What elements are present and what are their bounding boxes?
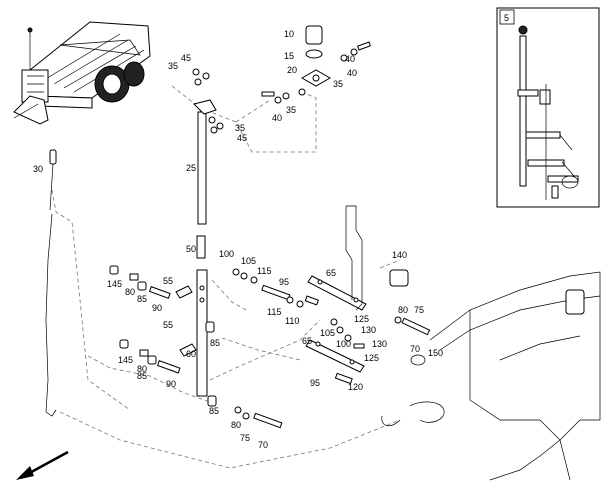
callout-80: 80 xyxy=(398,305,408,315)
callout-35: 35 xyxy=(168,61,178,71)
callout-50: 50 xyxy=(186,244,196,254)
frame-bracket xyxy=(345,205,363,311)
implement-frame-outline xyxy=(381,271,601,481)
rod-part-30 xyxy=(45,149,57,417)
callout-105: 105 xyxy=(320,328,335,338)
dashed-leader-lines xyxy=(51,85,401,469)
callout-55: 55 xyxy=(163,276,173,286)
callout-35: 35 xyxy=(333,79,343,89)
callout-100: 100 xyxy=(336,339,351,349)
callout-35: 35 xyxy=(286,105,296,115)
callout-65: 65 xyxy=(326,268,336,278)
callout-85: 85 xyxy=(137,294,147,304)
direction-arrow-icon xyxy=(16,450,69,480)
callout-100: 100 xyxy=(219,249,234,259)
washers-group-upper xyxy=(192,68,224,134)
callout-105: 105 xyxy=(241,256,256,266)
callout-80: 80 xyxy=(137,364,147,374)
callout-130: 130 xyxy=(372,339,387,349)
callout-40: 40 xyxy=(272,113,282,123)
callout-35: 35 xyxy=(235,123,245,133)
callout-40: 40 xyxy=(347,68,357,78)
callout-145: 145 xyxy=(107,279,122,289)
callout-65: 65 xyxy=(302,336,312,346)
callout-45: 45 xyxy=(237,133,247,143)
left-small-parts-lower xyxy=(119,339,217,407)
callout-140: 140 xyxy=(392,250,407,260)
bottom-bolt xyxy=(234,406,283,429)
callout-115: 115 xyxy=(257,266,271,276)
callout-125: 125 xyxy=(354,314,369,324)
callout-95: 95 xyxy=(310,378,320,388)
inset-panel: 5 xyxy=(496,7,600,208)
callout-40: 40 xyxy=(345,54,355,64)
lower-link-assembly xyxy=(305,318,365,385)
callout-150: 150 xyxy=(428,348,443,358)
callout-115: 115 xyxy=(267,307,281,317)
right-bolts xyxy=(394,316,431,366)
callout-85: 85 xyxy=(210,338,220,348)
callout-25: 25 xyxy=(186,163,196,173)
callout-60: 60 xyxy=(186,349,196,359)
machine-overview-image xyxy=(13,21,151,125)
callout-10: 10 xyxy=(284,29,294,39)
upper-link-assembly xyxy=(232,268,409,311)
callout-125: 125 xyxy=(364,353,379,363)
callout-110: 110 xyxy=(285,316,299,326)
callout-15: 15 xyxy=(284,51,294,61)
callout-120: 120 xyxy=(348,382,363,392)
callout-70: 70 xyxy=(258,440,268,450)
callout-80: 80 xyxy=(231,420,241,430)
callout-30: 30 xyxy=(33,164,43,174)
vertical-rods xyxy=(193,99,217,397)
callout-90: 90 xyxy=(152,303,162,313)
callout-130: 130 xyxy=(361,325,376,335)
callout-95: 95 xyxy=(279,277,289,287)
callout-55: 55 xyxy=(163,320,173,330)
callout-85: 85 xyxy=(209,406,219,416)
callout-75: 75 xyxy=(414,305,424,315)
callout-85: 85 xyxy=(137,371,147,381)
callout-45: 45 xyxy=(181,53,191,63)
callout-75: 75 xyxy=(240,433,250,443)
left-small-parts-upper xyxy=(109,265,215,333)
callout-90: 90 xyxy=(166,379,176,389)
callout-70: 70 xyxy=(410,344,420,354)
top-cap-cluster xyxy=(261,25,371,104)
inset-number: 5 xyxy=(504,13,509,23)
callout-145: 145 xyxy=(118,355,133,365)
callout-80: 80 xyxy=(125,287,135,297)
callout-20: 20 xyxy=(287,65,297,75)
